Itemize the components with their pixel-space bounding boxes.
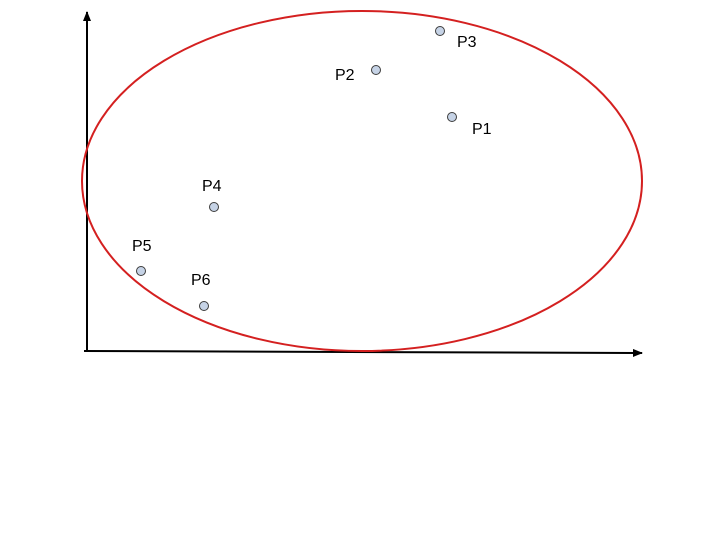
point-p2: P2 [335,65,381,84]
point-marker [209,202,219,212]
point-label: P6 [191,272,211,289]
point-label: P4 [202,178,222,195]
point-label: P1 [472,121,492,138]
point-p3: P3 [435,26,477,51]
point-marker [199,301,209,311]
point-p6: P6 [191,272,211,311]
point-p1: P1 [447,112,492,138]
point-p4: P4 [202,178,222,212]
point-label: P5 [132,238,152,255]
point-marker [447,112,457,122]
point-label: P3 [457,34,477,51]
point-marker [435,26,445,36]
point-marker [136,266,146,276]
x-axis [83,348,643,357]
point-marker [371,65,381,75]
point-p5: P5 [132,238,152,276]
cluster-ellipse [81,10,643,352]
point-label: P2 [335,67,355,84]
